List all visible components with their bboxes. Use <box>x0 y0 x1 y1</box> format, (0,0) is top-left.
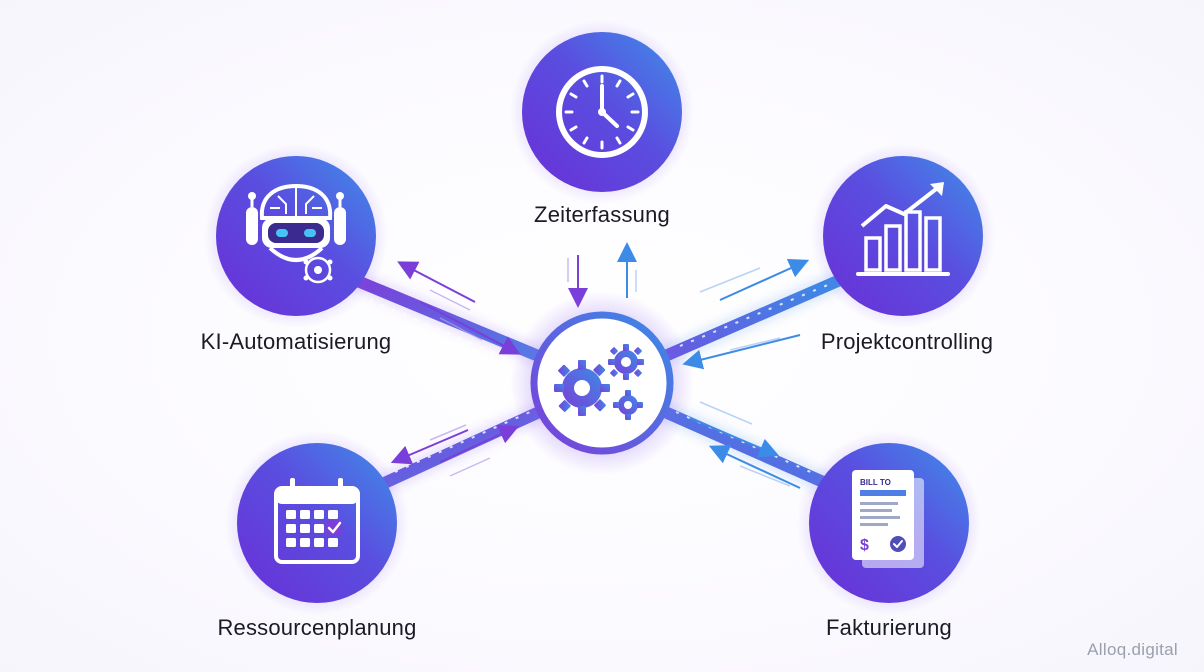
robot-brain-icon <box>246 183 346 284</box>
label-projektcontrolling: Projektcontrolling <box>820 329 994 354</box>
label-ressourcenplanung: Ressourcenplanung <box>217 615 417 640</box>
invoice-header-text: BILL TO <box>860 478 891 487</box>
label-ki-automatisierung: KI-Automatisierung <box>200 329 392 354</box>
invoice-icon: BILL TO $ <box>852 470 924 568</box>
node-projekt <box>811 144 995 328</box>
node-fakturierung: BILL TO $ <box>797 431 981 615</box>
gears-icon <box>554 344 644 420</box>
node-ki <box>204 144 388 328</box>
label-fakturierung: Fakturierung <box>826 615 952 640</box>
connector-projekt <box>650 269 846 371</box>
center-hub <box>510 291 694 475</box>
bar-chart-growth-icon <box>856 182 950 276</box>
label-zeiterfassung: Zeiterfassung <box>534 202 670 227</box>
clock-icon <box>556 66 648 158</box>
watermark: Alloq.digital <box>1087 640 1178 659</box>
flow-arrows <box>390 242 810 489</box>
calendar-icon <box>274 478 360 564</box>
dollar-sign-icon: $ <box>860 537 869 554</box>
node-ressourcen <box>225 431 409 615</box>
node-zeiterfassung <box>510 20 694 204</box>
